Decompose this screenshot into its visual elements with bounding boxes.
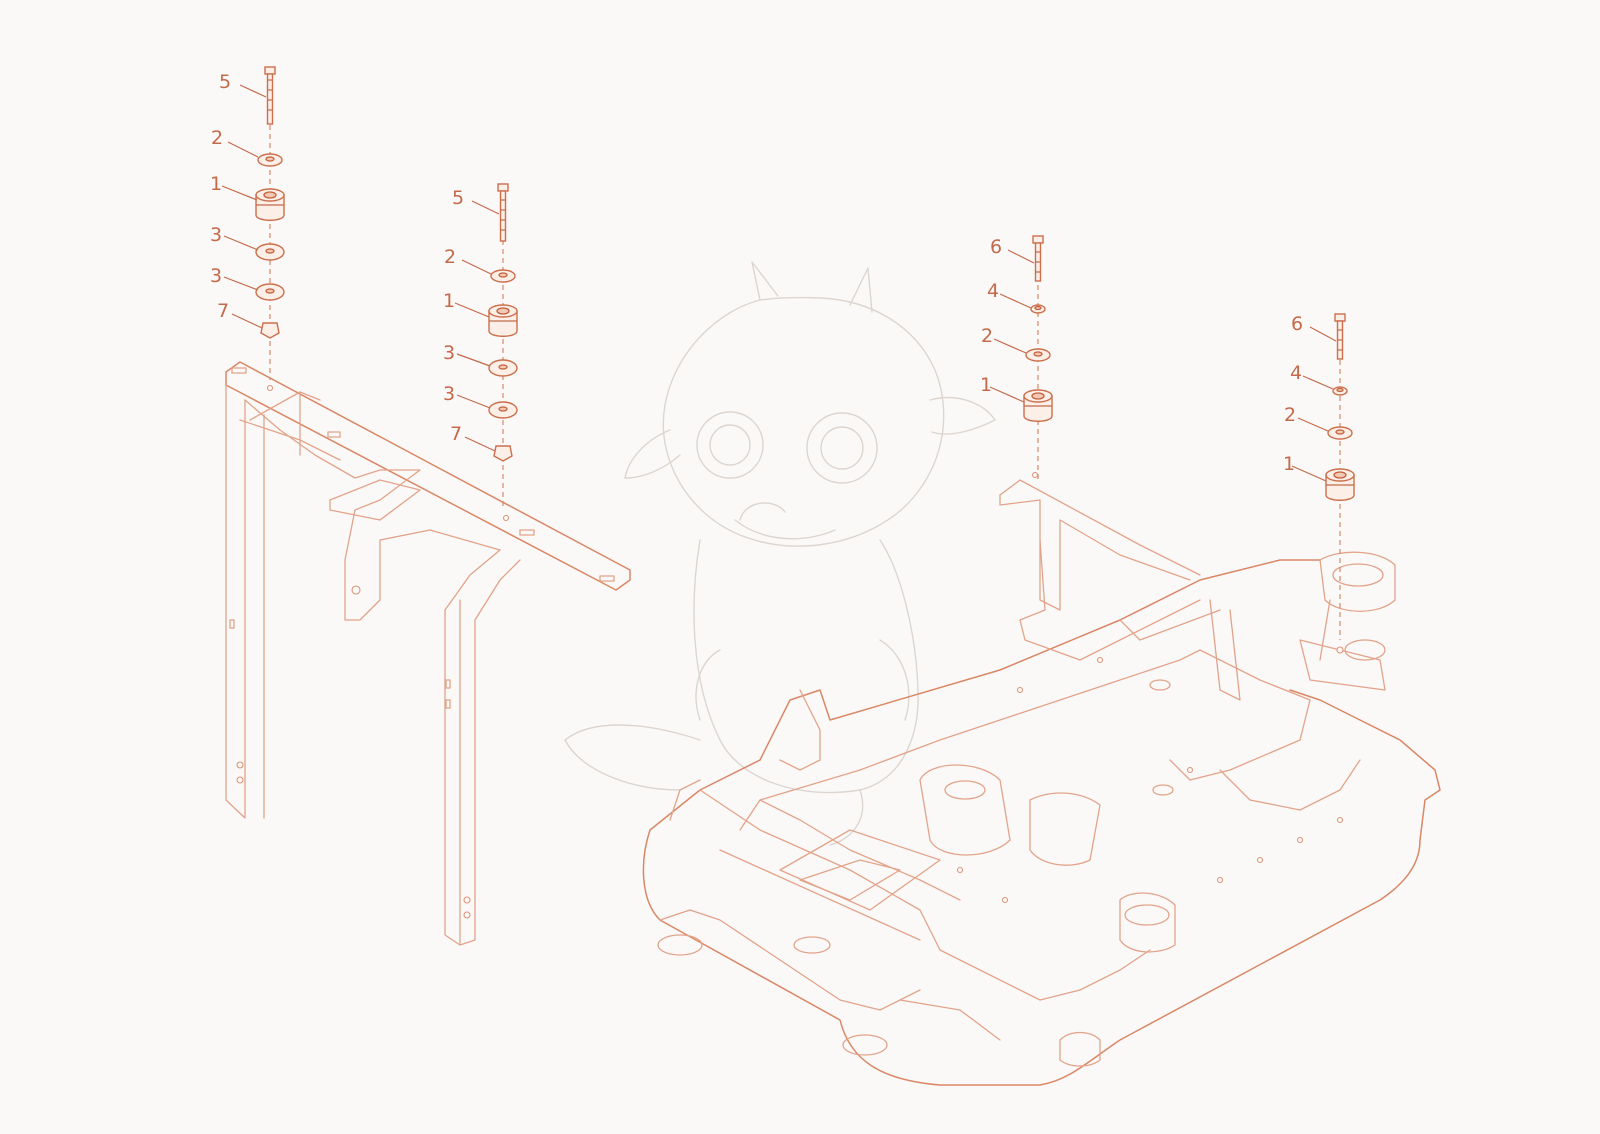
callout-label: 7 [217, 300, 229, 322]
bolt-long [264, 66, 276, 125]
dragon-mascot-watermark [564, 261, 996, 846]
mount-stack-d: 6 4 2 1 [1283, 313, 1355, 640]
callout-label: 3 [443, 342, 455, 364]
mount-stack-c: 6 4 2 1 [980, 235, 1053, 480]
bolt-short [1334, 313, 1346, 360]
callout-label: 1 [443, 290, 455, 312]
callout-label: 1 [210, 173, 222, 195]
callout-label: 1 [980, 374, 992, 396]
callout-label: 7 [450, 423, 462, 445]
left-rops-frame [225, 361, 631, 946]
callout-label: 3 [210, 224, 222, 246]
main-chassis-frame [642, 471, 1441, 1086]
bolt-long [497, 183, 509, 242]
callout-label: 2 [444, 246, 456, 268]
mount-stack-a: 5 2 1 3 3 7 [210, 66, 285, 380]
rubber-mount [255, 188, 285, 221]
callout-label: 5 [452, 187, 464, 209]
callout-label: 4 [1290, 362, 1302, 384]
bolt-short [1032, 235, 1044, 282]
callout-label: 6 [1291, 313, 1303, 335]
mount-stack-b: 5 2 1 3 3 7 [443, 183, 518, 510]
rubber-mount [1325, 468, 1355, 501]
hex-nut [260, 322, 280, 339]
callout-label: 2 [1284, 404, 1296, 426]
rubber-mount [488, 304, 518, 337]
rubber-mount [1023, 389, 1053, 422]
hex-nut [493, 445, 513, 462]
callout-label: 2 [981, 325, 993, 347]
callout-label: 3 [443, 383, 455, 405]
callout-label: 2 [211, 127, 223, 149]
callout-label: 3 [210, 265, 222, 287]
callout-label: 4 [987, 280, 999, 302]
callout-label: 6 [990, 236, 1002, 258]
callout-label: 5 [219, 71, 231, 93]
callout-label: 1 [1283, 453, 1295, 475]
